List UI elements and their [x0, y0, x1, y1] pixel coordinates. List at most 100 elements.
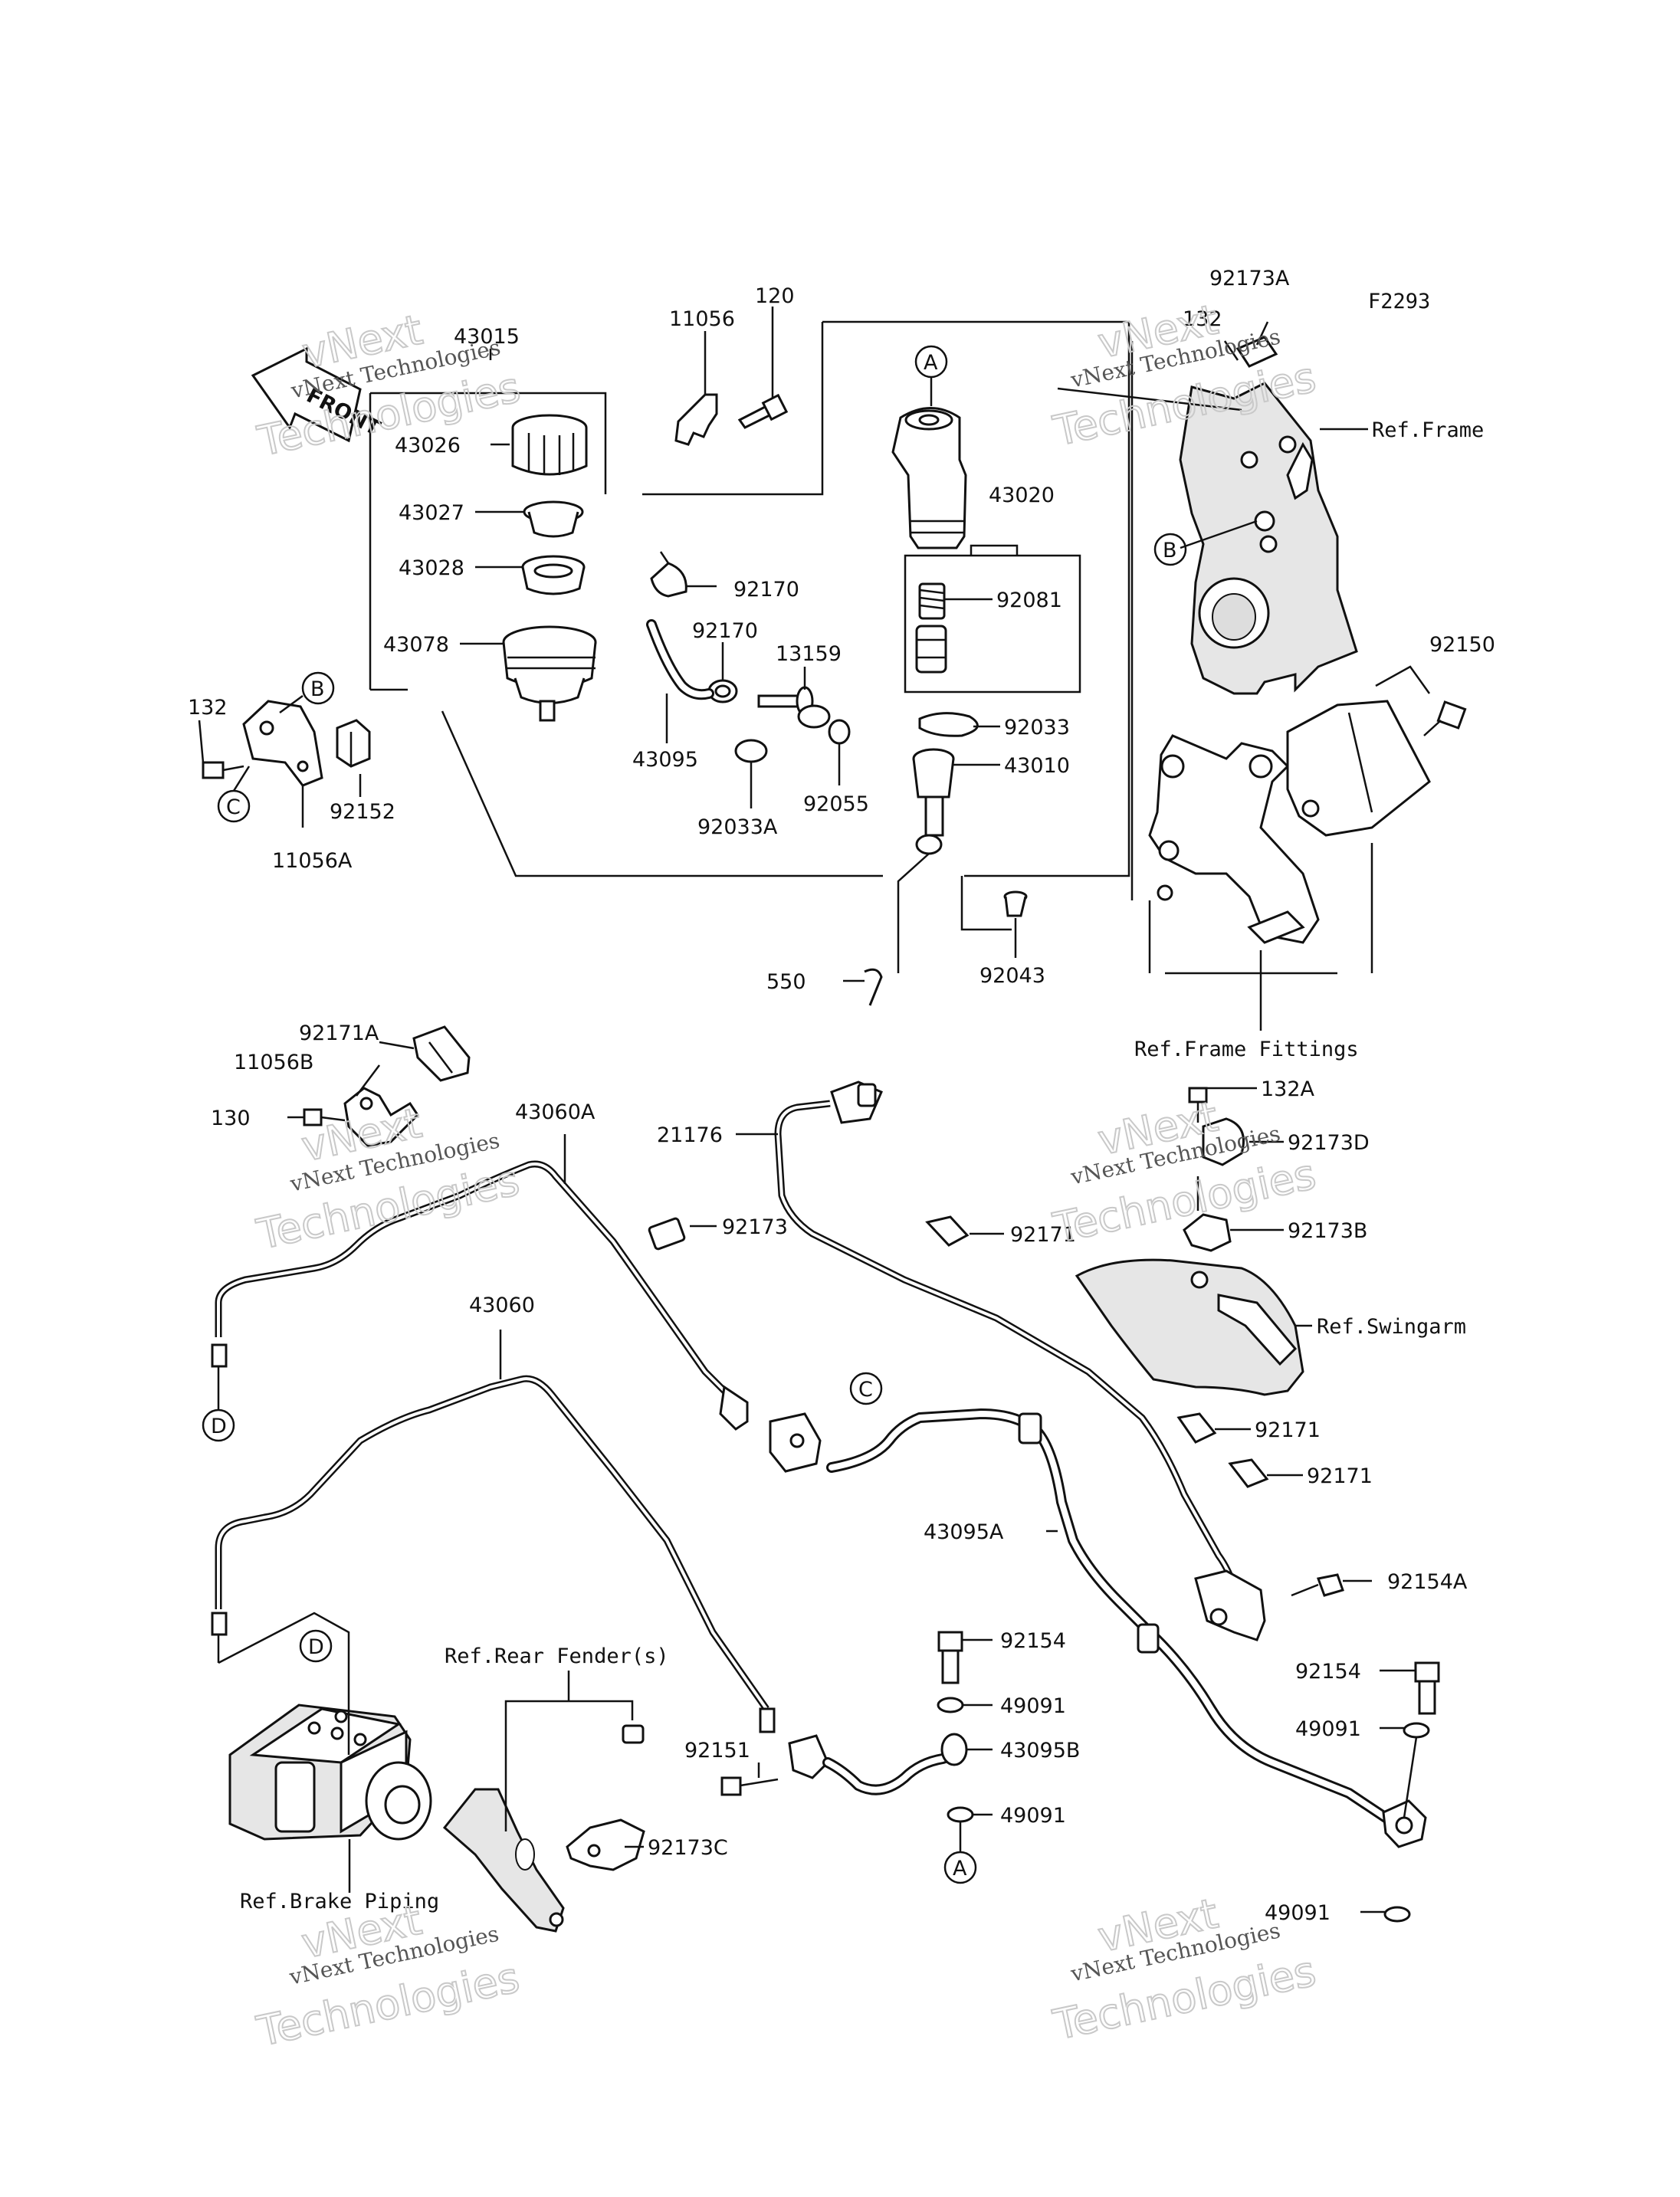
- callout-c-left: C: [217, 789, 251, 823]
- hose-43095: [646, 619, 714, 700]
- label-92171a: 92171A: [299, 1021, 379, 1045]
- rubber-block: [336, 719, 371, 768]
- washer-49091-center-top: [937, 1697, 964, 1713]
- leader-lines: [198, 307, 1418, 1913]
- master-cylinder: [891, 407, 967, 549]
- label-132a: 132A: [1261, 1077, 1315, 1101]
- clip-92173c: [566, 1818, 645, 1871]
- swingarm-part: [1075, 1258, 1304, 1396]
- junction-block: [769, 1412, 822, 1473]
- frame-bracket-upper: [1179, 382, 1358, 695]
- reservoir-diaphragm-plate: [523, 500, 584, 538]
- svg-text:B: B: [310, 677, 325, 701]
- callout-d-left: D: [202, 1366, 235, 1442]
- abs-unit: [228, 1703, 432, 1841]
- watermark-mid-left: vNext vNext Technologies Technologies: [252, 1098, 524, 1260]
- label-92170-lower: 92170: [692, 619, 758, 643]
- clip-92171-lower: [1228, 1458, 1269, 1488]
- label-92173d: 92173D: [1288, 1131, 1370, 1155]
- watermark-mid-right: vNext vNext Technologies Technologies: [1048, 1091, 1321, 1253]
- label-43060a: 43060A: [515, 1100, 596, 1124]
- clip-92171-upper: [925, 1215, 970, 1247]
- bolt-92151: [720, 1776, 779, 1796]
- ref-frame: Ref.Frame: [1372, 418, 1484, 442]
- spring-guard-92173: [648, 1217, 686, 1251]
- label-43095b: 43095B: [1000, 1739, 1080, 1763]
- reservoir-cap: [511, 414, 588, 476]
- svg-text:C: C: [226, 795, 241, 819]
- watermark-bottom-right: vNext vNext Technologies Technologies: [1048, 1888, 1321, 2050]
- rear-fender-bracket: [442, 1788, 565, 1933]
- label-49091-right-bottom: 49091: [1265, 1901, 1331, 1925]
- bolt-92154-right: [1414, 1661, 1440, 1715]
- label-92154a: 92154A: [1387, 1570, 1468, 1594]
- bolt-leader-92150: [1375, 665, 1431, 694]
- label-92043: 92043: [979, 964, 1045, 988]
- brake-hose-43095a: [826, 1408, 1427, 1848]
- svg-text:D: D: [308, 1635, 324, 1659]
- label-92033a: 92033A: [697, 815, 778, 839]
- label-92173: 92173: [722, 1215, 788, 1239]
- label-92171-lower: 92171: [1307, 1464, 1373, 1488]
- circlip-92033a: [734, 739, 768, 763]
- callout-b-right: B: [1153, 533, 1187, 566]
- oring-92055: [828, 719, 851, 745]
- piston-kit: [915, 625, 947, 674]
- label-43020: 43020: [989, 484, 1055, 507]
- label-92173c: 92173C: [648, 1836, 728, 1860]
- screw-120: [737, 393, 789, 429]
- label-49091-center-top: 49091: [1000, 1694, 1066, 1718]
- label-92171-upper: 92171: [1010, 1223, 1076, 1247]
- svg-text:B: B: [1163, 539, 1177, 562]
- bolt-92154-center: [937, 1631, 963, 1684]
- reservoir-diaphragm: [521, 555, 586, 595]
- diagram-code: F2293: [1368, 290, 1430, 313]
- label-550: 550: [766, 970, 806, 994]
- label-43027: 43027: [399, 501, 464, 525]
- label-130: 130: [211, 1107, 251, 1130]
- reservoir-bracket: [242, 700, 323, 787]
- label-43026: 43026: [395, 434, 461, 457]
- svg-text:D: D: [211, 1415, 227, 1438]
- ref-labels: Ref.Frame Ref.Frame Fittings Ref.Swingar…: [240, 418, 1484, 1913]
- label-92154-right: 92154: [1295, 1660, 1361, 1684]
- callout-a-top: A: [914, 345, 948, 406]
- clamp-92173d: [1202, 1117, 1245, 1166]
- cotter-pin: [864, 968, 883, 1006]
- label-43015: 43015: [454, 325, 520, 349]
- rear-fender-bracket-line: [504, 1700, 634, 1831]
- label-132-left: 132: [188, 696, 228, 720]
- clip-92171-mid: [1176, 1412, 1217, 1444]
- brake-hose-43095b: [788, 1733, 968, 1795]
- label-43010: 43010: [1004, 754, 1070, 778]
- callout-c-mid: C: [849, 1372, 883, 1405]
- abs-sensor-cable: [774, 1080, 1266, 1641]
- heel-guard: [1286, 700, 1431, 837]
- bracket-11056b: [343, 1087, 419, 1147]
- washer-49091-center-bottom: [947, 1806, 974, 1823]
- fitting-13159: [757, 686, 831, 729]
- brake-pipe-43060a: [211, 1160, 749, 1431]
- label-92173a: 92173A: [1209, 267, 1290, 290]
- ref-frame-fittings: Ref.Frame Fittings: [1134, 1038, 1359, 1061]
- reservoir-tank: [502, 625, 597, 722]
- callout-b-left: B: [301, 671, 335, 705]
- washer-49091-right-top: [1403, 1722, 1430, 1739]
- push-rod: [912, 748, 955, 855]
- part-labels: 43015 11056 120 43026 43027 43028 43078 …: [188, 267, 1495, 1925]
- clip-92173b: [1183, 1213, 1232, 1252]
- spring-92081: [918, 582, 946, 620]
- circlip-92033: [918, 712, 979, 737]
- label-92173b: 92173B: [1288, 1219, 1367, 1243]
- label-92152: 92152: [330, 800, 395, 824]
- label-92170-upper: 92170: [733, 578, 799, 602]
- callout-a-bottom: A: [943, 1822, 977, 1884]
- label-21176: 21176: [657, 1123, 723, 1147]
- label-92150: 92150: [1429, 633, 1495, 657]
- bolt-92150: [1423, 700, 1467, 736]
- bolt-132a: [1188, 1087, 1208, 1123]
- label-11056: 11056: [669, 307, 735, 331]
- label-13159: 13159: [776, 642, 842, 666]
- svg-text:A: A: [953, 1857, 967, 1881]
- label-92081: 92081: [996, 589, 1062, 612]
